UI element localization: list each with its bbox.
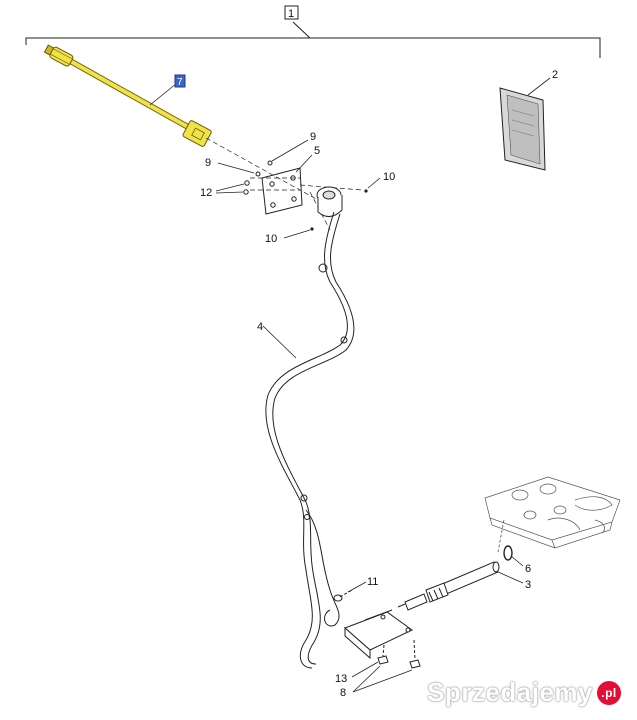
socket-housing[interactable] bbox=[316, 186, 343, 217]
callout-13[interactable]: 13 bbox=[335, 673, 347, 685]
callout-10b[interactable]: 10 bbox=[265, 233, 277, 245]
reference-housing bbox=[484, 476, 621, 549]
callout-3[interactable]: 3 bbox=[525, 579, 531, 591]
screw-part-9[interactable] bbox=[255, 160, 273, 177]
screw-part-12[interactable] bbox=[243, 180, 250, 195]
assembly-bracket bbox=[25, 21, 601, 58]
watermark-badge: .pl bbox=[597, 680, 621, 705]
callout-9b[interactable]: 9 bbox=[205, 157, 211, 169]
callout-6[interactable]: 6 bbox=[525, 563, 531, 575]
callout-9a[interactable]: 9 bbox=[310, 131, 316, 143]
nut-part-8[interactable] bbox=[377, 639, 421, 669]
callout-10a[interactable]: 10 bbox=[383, 171, 395, 183]
callout-8[interactable]: 8 bbox=[340, 687, 346, 699]
oring-part-6[interactable] bbox=[503, 545, 513, 561]
callout-7[interactable]: 7 bbox=[177, 77, 183, 88]
mount-bracket-part-13[interactable] bbox=[344, 609, 413, 660]
callout-2[interactable]: 2 bbox=[552, 69, 558, 81]
manual-part-2[interactable] bbox=[499, 87, 546, 171]
callout-4[interactable]: 4 bbox=[257, 321, 263, 333]
callout-box-1[interactable] bbox=[284, 5, 299, 20]
callout-5[interactable]: 5 bbox=[314, 145, 320, 157]
watermark: Sprzedajemy .pl bbox=[427, 677, 621, 708]
callout-12[interactable]: 12 bbox=[200, 187, 212, 199]
harness-part-4[interactable] bbox=[265, 211, 355, 669]
leader-7 bbox=[149, 82, 178, 106]
cable-part-7[interactable] bbox=[43, 43, 212, 147]
watermark-text: Sprzedajemy bbox=[427, 677, 593, 707]
callout-1[interactable]: 1 bbox=[288, 8, 294, 20]
callout-box-7[interactable] bbox=[174, 74, 186, 88]
bracket-part-5[interactable] bbox=[261, 167, 303, 215]
alignment-lines bbox=[205, 137, 363, 231]
callout-11[interactable]: 11 bbox=[367, 576, 378, 588]
probe-part-3[interactable] bbox=[397, 561, 500, 611]
